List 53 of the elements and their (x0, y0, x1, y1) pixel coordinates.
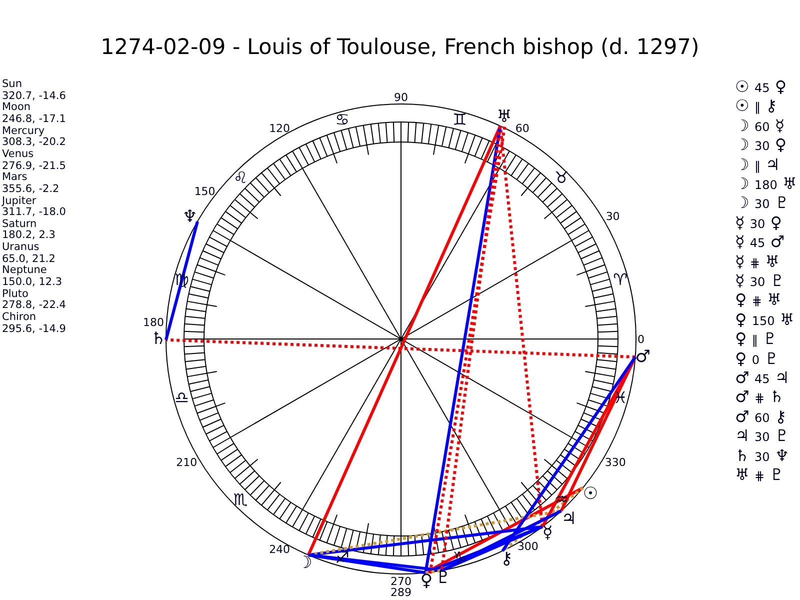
aspect-entry: ☿ 45 ♂ (735, 232, 785, 254)
degree-label: 0 (638, 334, 644, 344)
planet-name: Jupiter (2, 196, 36, 206)
aspect-entry: ♂ 60 ⚷ (735, 406, 787, 428)
degree-label: 180 (143, 317, 164, 328)
chart-title: 1274-02-09 - Louis of Toulouse, French bishop (d. 1297) (100, 37, 700, 59)
aspect-entry: ♂ ⋕ ♄ (735, 387, 784, 408)
planet-symbol: ♇ (436, 570, 451, 588)
aspect-entry: ♅ ⋕ ♇ (735, 465, 784, 486)
planet-coordinates: 276.9, -21.5 (2, 160, 66, 172)
aspect-entry: ♂ 45 ♃ (735, 368, 790, 389)
planet-symbol: ♂ (635, 349, 651, 366)
degree-label: 289 (390, 586, 412, 598)
planet-coordinates: 295.6, -14.9 (2, 324, 66, 336)
aspect-entry: ♀ 0 ♇ (735, 348, 779, 370)
planet-coordinates: 308.3, -20.2 (2, 137, 66, 149)
planet-name: Sun (2, 79, 22, 91)
aspect-entry: ☿ 30 ♇ (735, 271, 785, 292)
planet-name: Mars (2, 172, 28, 184)
planet-name: Venus (2, 148, 34, 160)
aspect-entry: ♀ ‖ ♇ (735, 329, 778, 350)
planet-name: Pluto (2, 288, 28, 300)
degree-label: 90 (394, 92, 408, 102)
aspect-entry: ☽ 180 ♅ (735, 174, 797, 195)
planet-symbol: ♄ (150, 331, 166, 348)
planet-name: Mercury (2, 126, 45, 137)
planet-name: Moon (2, 102, 31, 114)
planet-coordinates: 311.7, -18.0 (2, 207, 66, 219)
planet-coordinates: 65.0, 21.2 (2, 254, 56, 265)
planet-coordinates: 320.7, -14.6 (2, 90, 66, 102)
planet-coordinates: 278.8, -22.4 (2, 300, 66, 312)
planet-coordinates: 355.6, -2.2 (2, 184, 60, 196)
aspect-entry: ☿ 30 ♀ (735, 212, 782, 234)
aspect-entry: ☽ ‖ ♃ (735, 154, 780, 176)
aspect-entry: ☉ 45 ♀ (735, 77, 787, 98)
planet-coordinates: 246.8, -17.1 (2, 114, 66, 126)
planet-name: Saturn (2, 218, 37, 230)
planet-coordinates: 150.0, 12.3 (2, 277, 62, 289)
aspect-entry: ♄ 30 ♆ (735, 446, 790, 467)
aspect-entry: ☽ 60 ☿ (735, 116, 785, 137)
aspect-entry: ☿ ⋕ ♅ (735, 252, 780, 273)
planet-coordinates: 180.2, 2.3 (2, 230, 56, 242)
planet-name: Chiron (2, 312, 36, 324)
aspect-entry: ☽ 30 ♀ (735, 135, 787, 156)
planet-name: Uranus (2, 242, 40, 254)
aspect-entry: ♀ 150 ♅ (735, 310, 794, 331)
aspect-entry: ♀ ⋕ ♅ (735, 290, 782, 312)
aspect-entry: ☉ ‖ ⚷ (735, 96, 778, 118)
degree-label: 270 (390, 576, 412, 586)
aspect-entry: ♃ 30 ♇ (735, 426, 790, 448)
aspect-entry: ☽ 30 ♇ (735, 193, 790, 214)
planet-name: Neptune (2, 265, 47, 277)
planet-symbol: ♀ (420, 572, 433, 590)
